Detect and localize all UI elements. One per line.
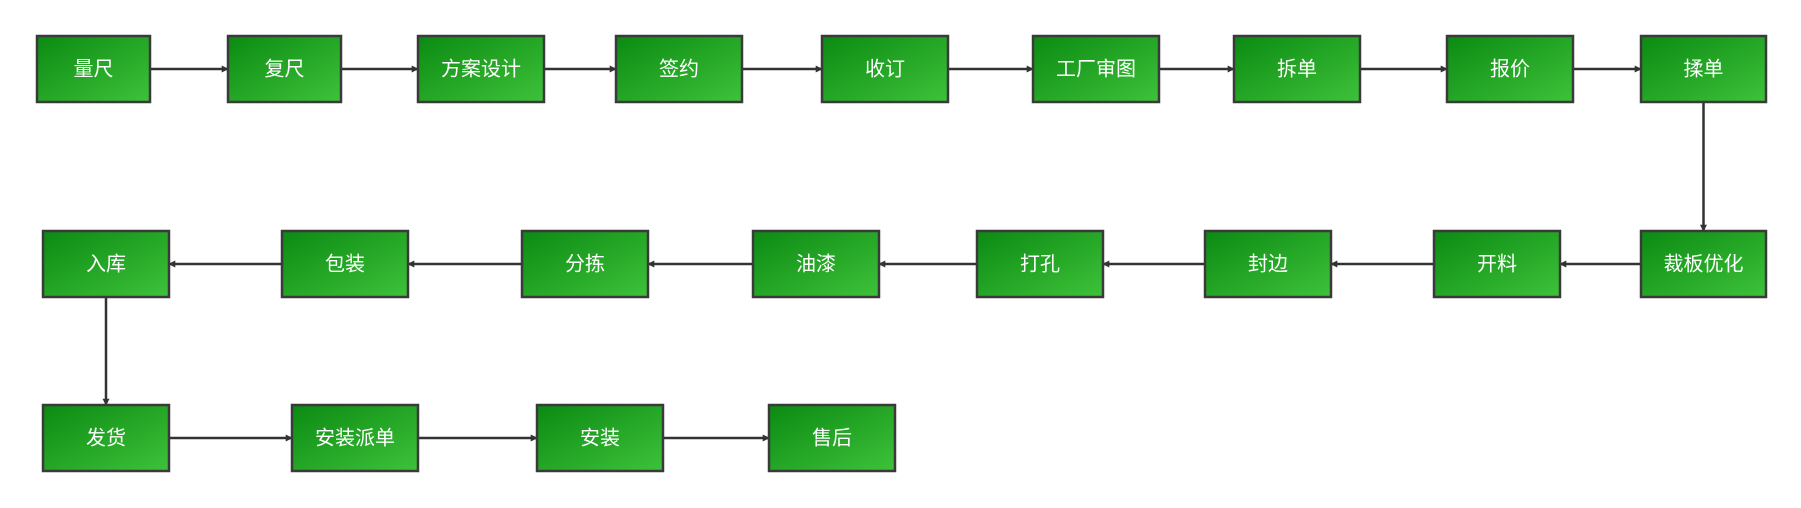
flow-node-box [975, 229, 1105, 299]
edges-layer [102, 65, 1707, 442]
flow-node-n8: 报价 [1445, 34, 1575, 104]
flow-node-n20: 安装 [535, 403, 665, 473]
flow-node-box [1232, 34, 1362, 104]
flow-node-n11: 开料 [1432, 229, 1562, 299]
flow-node-label: 包装 [325, 252, 365, 276]
flow-node-n6: 工厂审图 [1031, 34, 1161, 104]
flow-node-box [280, 229, 410, 299]
flow-node-box [614, 34, 744, 104]
flow-node-n5: 收订 [820, 34, 950, 104]
flow-node-n7: 拆单 [1232, 34, 1362, 104]
flow-node-box [767, 403, 897, 473]
flow-node-n14: 油漆 [751, 229, 881, 299]
flow-node-n15: 分拣 [520, 229, 650, 299]
flow-node-n19: 安装派单 [290, 403, 420, 473]
flow-node-box [1639, 34, 1768, 104]
flow-node-n17: 入库 [41, 229, 171, 299]
flow-node-label: 打孔 [1020, 252, 1060, 276]
flow-node-label: 工厂审图 [1056, 57, 1136, 81]
flow-node-box [35, 34, 152, 104]
flow-node-n2: 复尺 [226, 34, 343, 104]
flow-node-box [41, 229, 171, 299]
flow-node-label: 安装 [580, 426, 620, 450]
flow-node-n21: 售后 [767, 403, 897, 473]
flow-node-label: 分拣 [565, 252, 605, 276]
flow-node-n10: 裁板优化 [1639, 229, 1768, 299]
flow-node-box [226, 34, 343, 104]
flow-node-label: 油漆 [796, 252, 836, 276]
flow-node-label: 复尺 [265, 57, 305, 81]
flow-node-n18: 发货 [41, 403, 171, 473]
flow-node-box [1639, 229, 1768, 299]
flow-node-box [751, 229, 881, 299]
flow-node-box [1031, 34, 1161, 104]
flow-node-label: 收订 [865, 57, 905, 81]
flow-node-label: 拆单 [1277, 57, 1317, 81]
flow-node-n16: 包装 [280, 229, 410, 299]
flow-node-label: 报价 [1490, 57, 1530, 81]
flow-node-n13: 打孔 [975, 229, 1105, 299]
flow-node-box [1432, 229, 1562, 299]
flow-node-n1: 量尺 [35, 34, 152, 104]
flow-node-label: 量尺 [74, 57, 114, 81]
flow-node-n12: 封边 [1203, 229, 1333, 299]
flow-node-label: 裁板优化 [1664, 252, 1744, 276]
flow-node-n3: 方案设计 [416, 34, 546, 104]
flow-node-label: 安装派单 [315, 426, 395, 450]
flow-node-box [535, 403, 665, 473]
flow-node-label: 开料 [1477, 252, 1517, 276]
flow-node-box [520, 229, 650, 299]
flow-node-box [820, 34, 950, 104]
flow-node-box [41, 403, 171, 473]
flow-node-box [416, 34, 546, 104]
flow-node-n4: 签约 [614, 34, 744, 104]
flow-node-label: 入库 [86, 252, 126, 276]
flow-node-n9: 揉单 [1639, 34, 1768, 104]
flow-node-label: 发货 [86, 426, 126, 450]
flow-node-label: 揉单 [1684, 57, 1724, 81]
flow-node-label: 签约 [659, 57, 699, 81]
flow-node-box [1203, 229, 1333, 299]
flow-node-box [290, 403, 420, 473]
flow-node-label: 封边 [1248, 252, 1288, 276]
flow-node-label: 方案设计 [441, 57, 521, 81]
flow-node-label: 售后 [812, 426, 852, 450]
flow-node-box [1445, 34, 1575, 104]
